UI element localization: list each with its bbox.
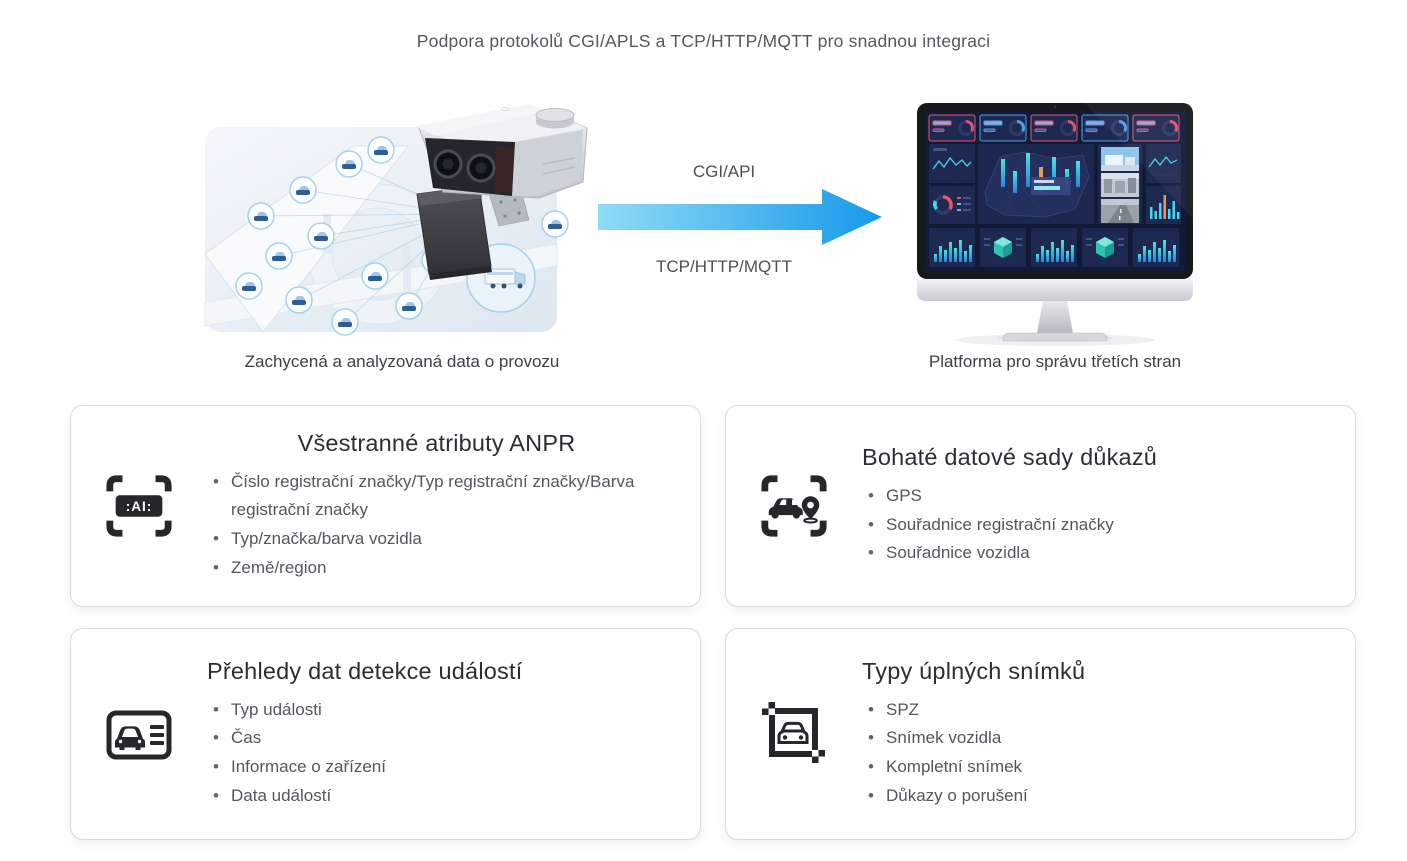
right-figure-caption: Platforma pro správu třetích stran (928, 352, 1182, 371)
card-bullet-list: Typ události Čas Informace o zařízení Da… (207, 696, 666, 810)
monitor-stand (1037, 301, 1073, 333)
bullet-item: Země/region (207, 554, 666, 583)
monitor-base (1002, 332, 1108, 342)
card-bullet-list: GPS Souřadnice registrační značky Souřad… (862, 482, 1321, 568)
bullet-item: Typ/značka/barva vozidla (207, 525, 666, 554)
event-record-icon (106, 710, 172, 760)
card-bullet-list: Číslo registrační značky/Typ registrační… (207, 468, 666, 582)
bullet-item: Typ události (207, 696, 666, 725)
integration-flow: CGI/API TCP/HTTP/MQTT (598, 162, 886, 277)
bullet-item: SPZ (862, 696, 1321, 725)
page-title: Podpora protokolů CGI/APLS a TCP/HTTP/MQ… (416, 31, 991, 51)
card-title: Typy úplných snímků (862, 657, 1086, 684)
dashboard-monitor-illustration (917, 103, 1193, 346)
bullet-item: Informace o zařízení (207, 753, 666, 782)
traffic-camera-illustration (204, 104, 588, 346)
bullet-item: Čas (207, 724, 666, 753)
ai-plate-scan-icon: :AI: (106, 475, 172, 537)
monitor-chin (917, 279, 1193, 301)
feature-card-event-data: Přehledy dat detekce událostí Typ událos… (70, 628, 701, 840)
svg-text::AI:: :AI: (126, 499, 153, 514)
camera-feed-tile (1098, 144, 1142, 224)
bullet-item: GPS (862, 482, 1321, 511)
snapshot-crop-icon (762, 702, 825, 763)
crop-handle (812, 750, 825, 763)
monitor (917, 103, 1193, 342)
feature-card-snapshot-types: Typy úplných snímků SPZ Snímek vozidla K… (725, 628, 1356, 840)
bullet-item: Souřadnice registrační značky (862, 511, 1321, 540)
card-title: Všestranné atributy ANPR (297, 429, 576, 456)
card-title: Přehledy dat detekce událostí (207, 657, 523, 684)
crop-handle (762, 702, 775, 715)
donut-chart-tile (929, 186, 975, 224)
gps-antenna (535, 108, 575, 122)
bullet-item: Kompletní snímek (862, 753, 1321, 782)
bullet-item: Snímek vozidla (862, 724, 1321, 753)
feature-card-anpr-attributes: :AI: Všestranné atributy ANPR Číslo regi… (70, 405, 701, 607)
bar-chart-tile (1146, 186, 1181, 224)
webcam-dot (1053, 105, 1057, 109)
sparkline-tile (1146, 144, 1181, 183)
card-bullet-list: SPZ Snímek vozidla Kompletní snímek Důka… (862, 696, 1321, 810)
protocol-label-top: CGI/API (692, 162, 756, 181)
left-figure-caption: Zachycená a analyzovaná data o provozu (244, 352, 560, 371)
card-title: Bohaté datové sady důkazů (862, 444, 1158, 471)
map-chart-tile (978, 144, 1094, 224)
protocol-label-bottom: TCP/HTTP/MQTT (656, 257, 792, 276)
anpr-camera (416, 104, 588, 280)
right-arrow-icon (598, 189, 882, 245)
bullet-item: Důkazy o porušení (862, 782, 1321, 811)
bullet-item: Číslo registrační značky/Typ registrační… (207, 468, 666, 525)
vehicle-gps-scan-icon (761, 475, 827, 537)
bottom-tiles (929, 228, 1179, 267)
feature-card-evidence-datasets: Bohaté datové sady důkazů GPS Souřadnice… (725, 405, 1356, 607)
bullet-item: Data událostí (207, 782, 666, 811)
ir-panel (495, 146, 514, 194)
line-chart-tile (929, 144, 975, 183)
bullet-item: Souřadnice vozidla (862, 539, 1321, 568)
